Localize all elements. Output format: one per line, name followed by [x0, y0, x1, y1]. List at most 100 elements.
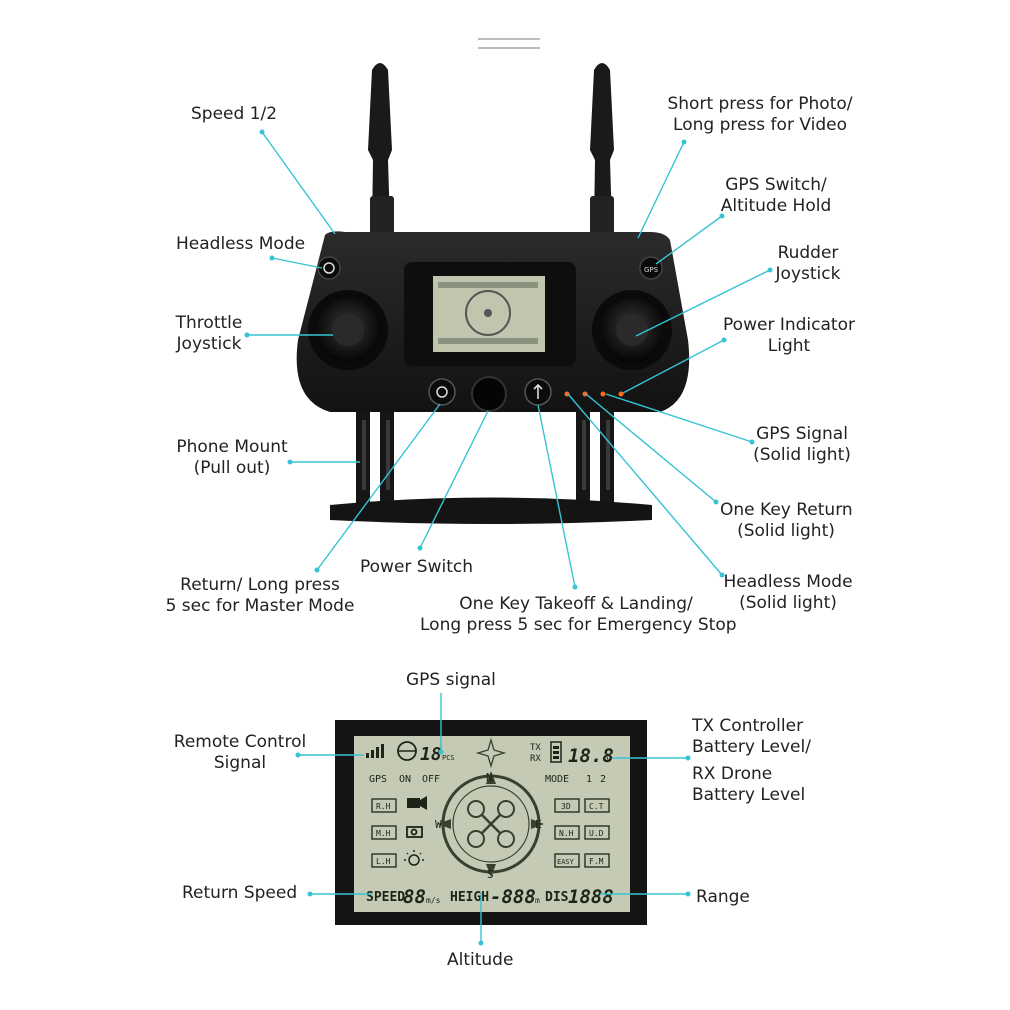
lcd-panel: 18 PCS TX RX 18.8 V GPS ON OFF MODE 1 2 … [335, 720, 647, 925]
lcd-east: E [535, 818, 542, 831]
label-takeoff-line1: One Key Takeoff & Landing/ [459, 594, 693, 614]
label-lcd-battery-line1: TX Controller [692, 716, 804, 736]
left-antenna [368, 63, 394, 236]
takeoff-button [524, 378, 552, 406]
label-photo-video: Short press for Photo/ Long press for Vi… [660, 94, 860, 136]
label-power-switch: Power Switch [360, 557, 474, 577]
label-gps-signal: GPS Signal (Solid light) [750, 424, 854, 466]
lcd-photo-icon [406, 826, 423, 838]
lcd-tx: TX [530, 743, 541, 753]
label-gps-switch: GPS Switch/ Altitude Hold [706, 175, 846, 217]
lcd-voltage: 18.8 [568, 745, 614, 767]
label-phone-mount: Phone Mount (Pull out) [172, 437, 292, 479]
lcd-3d: 3D [561, 802, 571, 811]
label-lcd-gps-signal: GPS signal [406, 670, 496, 690]
lcd-rh: R.H [376, 802, 391, 811]
lcd-satellite-icon [397, 741, 417, 761]
lcd-gps: GPS [369, 774, 387, 785]
label-headless-light-line1: Headless Mode [723, 572, 853, 592]
lcd-mode: MODE [545, 774, 569, 785]
throttle-joystick [308, 290, 388, 370]
label-phone-mount-line1: Phone Mount [176, 437, 288, 457]
label-lcd-battery: TX Controller Battery Level/ RX Drone Ba… [692, 716, 811, 806]
lcd-heigh-unit: m [535, 896, 540, 905]
lcd-camera-icon [407, 796, 427, 810]
label-lcd-rc-signal-line2: Signal [213, 753, 267, 773]
label-throttle-line2: Joystick [176, 334, 242, 354]
label-power-light-line2: Light [767, 336, 811, 356]
label-one-key-return: One Key Return (Solid light) [720, 500, 853, 542]
lcd-dis-val: 1888 [568, 886, 614, 908]
lcd-lh: L.H [376, 857, 391, 866]
lcd-heigh: HEIGH [450, 890, 489, 905]
lcd-west: W [435, 818, 442, 831]
label-speed: Speed 1/2 [191, 104, 278, 124]
lcd-easy: EASY [557, 858, 575, 866]
label-takeoff: One Key Takeoff & Landing/ Long press 5 … [420, 594, 737, 636]
label-headless: Headless Mode [176, 234, 306, 254]
lcd-off: OFF [422, 774, 440, 785]
label-power-light: Power Indicator Light [720, 315, 858, 357]
label-return: Return/ Long press 5 sec for Master Mode [165, 575, 355, 617]
rudder-joystick [592, 290, 672, 370]
label-lcd-range: Range [696, 887, 750, 907]
label-lcd-rc-signal-line1: Remote Control [173, 732, 307, 752]
right-antenna [590, 63, 614, 236]
lcd-compass [438, 737, 544, 877]
lcd-speed-val: 88 [403, 886, 426, 908]
lcd-ct: C.T [589, 802, 604, 811]
lcd-speed: SPEED [366, 890, 405, 905]
lcd-on: ON [399, 774, 411, 785]
label-throttle: Throttle Joystick [168, 313, 250, 355]
label-lcd-altitude: Altitude [447, 950, 514, 970]
controller-leaders [247, 131, 771, 588]
label-rudder-line1: Rudder [777, 243, 839, 263]
return-button [428, 378, 456, 406]
lcd-nh: N.H [559, 829, 574, 838]
svg-text:GPS: GPS [644, 266, 659, 274]
lcd-south: S [487, 868, 494, 881]
label-headless-light: Headless Mode (Solid light) [722, 572, 854, 614]
lcd-ud: U.D [589, 829, 604, 838]
label-phone-mount-line2: (Pull out) [193, 458, 271, 478]
label-photo-video-line1: Short press for Photo/ [667, 94, 853, 114]
lcd-pcs: PCS [442, 754, 455, 762]
label-gps-signal-line2: (Solid light) [753, 445, 851, 465]
label-lcd-battery-line3: RX Drone [692, 764, 773, 784]
lcd-signal-bars-icon [366, 744, 384, 758]
label-throttle-line1: Throttle [175, 313, 243, 333]
label-gps-switch-line1: GPS Switch/ [725, 175, 827, 195]
headless-button [317, 256, 341, 280]
label-return-line2: 5 sec for Master Mode [165, 596, 355, 616]
leader-dots [244, 129, 773, 590]
label-gps-signal-line1: GPS Signal [756, 424, 848, 444]
label-headless-light-line2: (Solid light) [739, 593, 837, 613]
controller-screen [404, 262, 576, 366]
label-takeoff-line2: Long press 5 sec for Emergency Stop [420, 615, 737, 635]
lcd-mode-1: 1 [586, 774, 592, 785]
phone-mount [330, 400, 652, 524]
lcd-indicator-boxes [371, 798, 610, 868]
lcd-speed-unit: m/s [426, 896, 441, 905]
lcd-sat-count: 18 [420, 744, 442, 765]
label-rudder: Rudder Joystick [758, 243, 858, 285]
label-lcd-battery-line4: Battery Level [692, 785, 806, 805]
lcd-battery-icon [550, 741, 562, 763]
lcd-volt-unit: V [606, 755, 612, 765]
top-divider [478, 38, 540, 49]
label-rudder-line2: Joystick [775, 264, 841, 284]
lcd-rx: RX [530, 754, 541, 764]
label-return-line1: Return/ Long press [180, 575, 340, 595]
lcd-mh: M.H [376, 829, 391, 838]
label-photo-video-line2: Long press for Video [673, 115, 847, 135]
gps-button: GPS [639, 256, 663, 280]
label-power-light-line1: Power Indicator [723, 315, 855, 335]
lcd-light-icon [404, 850, 424, 866]
lcd-leaders [298, 693, 688, 943]
label-lcd-battery-line2: Battery Level/ [692, 737, 811, 757]
lcd-north: N [486, 771, 493, 784]
lcd-mode-2: 2 [600, 774, 606, 785]
lcd-fm: F.M [589, 857, 604, 866]
label-gps-switch-line2: Altitude Hold [720, 196, 832, 216]
